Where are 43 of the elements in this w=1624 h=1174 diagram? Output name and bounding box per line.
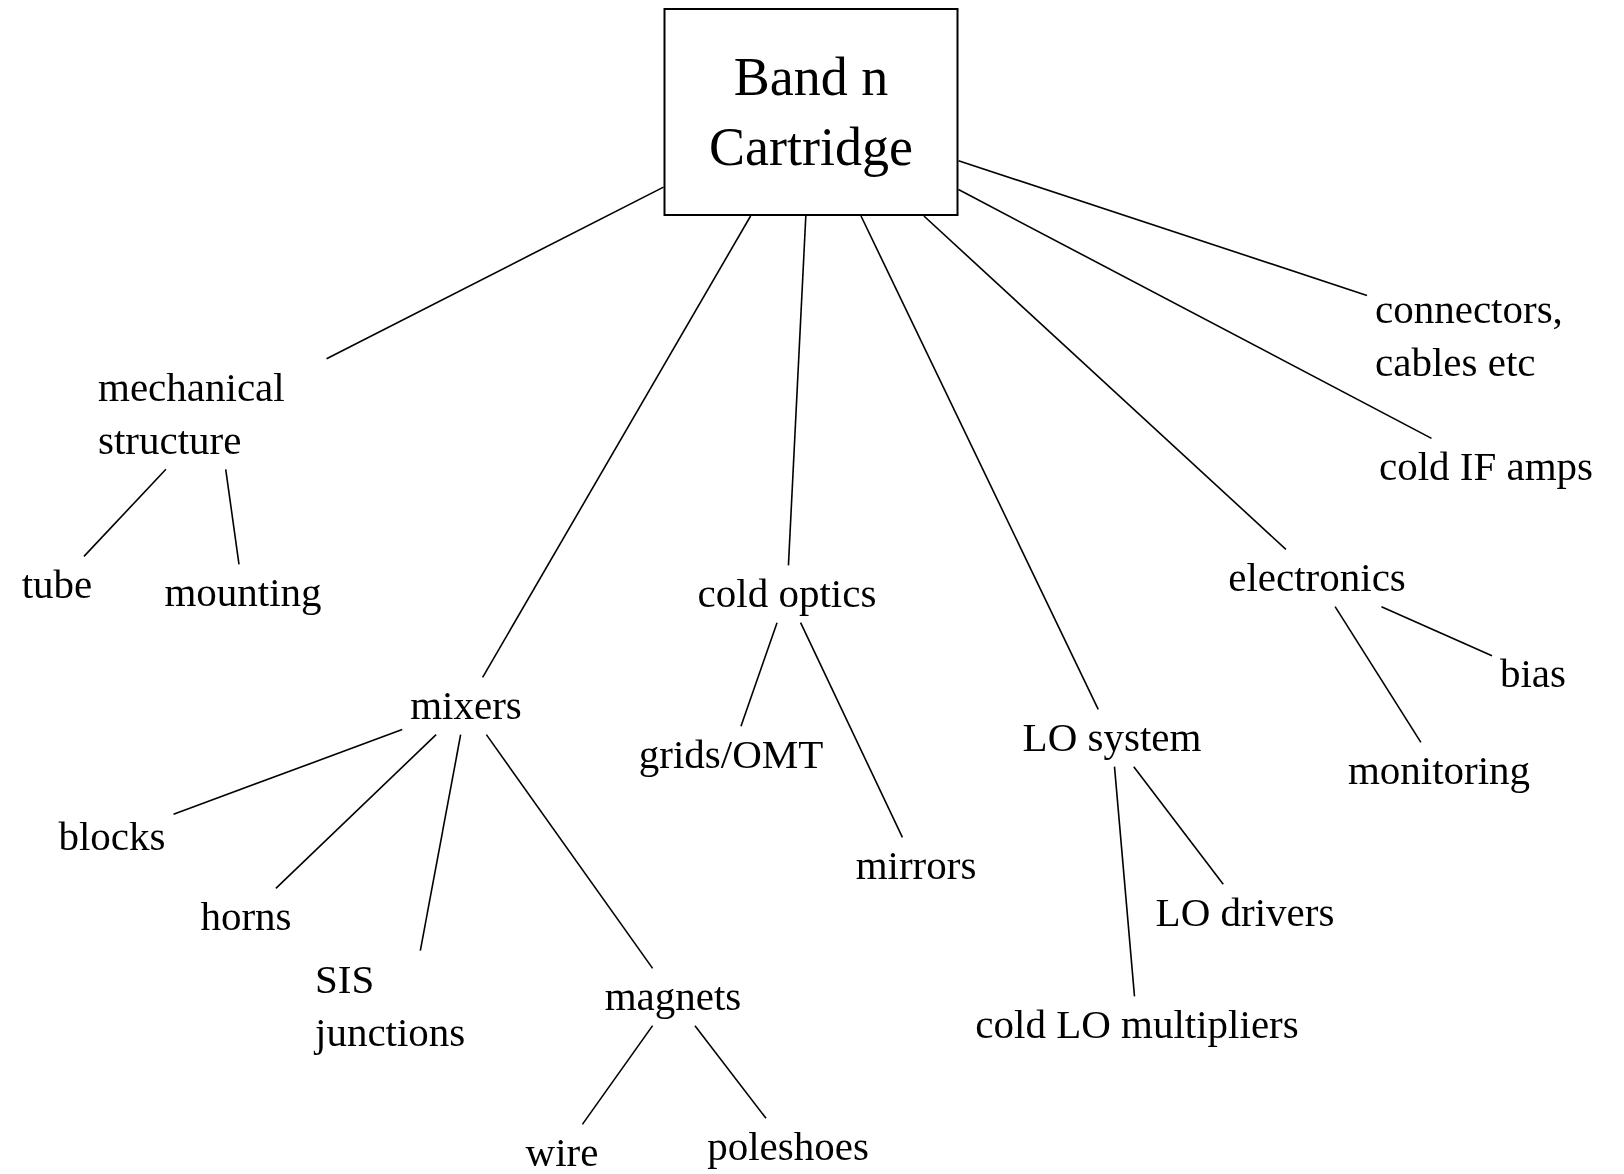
component-label: LO system xyxy=(1014,709,1210,767)
component-label: SIS junctions xyxy=(307,950,513,1062)
connector-line xyxy=(224,468,240,566)
component-label: cold IF amps xyxy=(1370,438,1602,496)
component-label: mechanical structure xyxy=(90,358,346,470)
connector-line xyxy=(83,468,167,558)
connector-line xyxy=(957,159,1368,297)
connector-line xyxy=(485,733,654,970)
connector-line xyxy=(1380,605,1493,657)
cartridge-box: Band n Cartridge xyxy=(663,8,959,216)
connector-line xyxy=(1113,765,1136,998)
component-label: wire xyxy=(517,1124,607,1174)
connector-line xyxy=(172,728,403,816)
component-label: cold LO multipliers xyxy=(967,996,1307,1054)
component-label: blocks xyxy=(50,808,174,866)
connector-line xyxy=(694,1024,767,1120)
component-label: LO drivers xyxy=(1147,884,1343,942)
connector-line xyxy=(740,621,778,728)
connector-line xyxy=(957,188,1433,440)
component-label: tube xyxy=(13,556,101,614)
connector-line xyxy=(799,621,904,839)
component-label: monitoring xyxy=(1339,742,1539,800)
connector-line xyxy=(419,733,462,952)
component-label: mounting xyxy=(156,564,330,622)
component-label: cold optics xyxy=(689,565,885,623)
component-label: poleshoes xyxy=(699,1118,877,1174)
component-label: grids/OMT xyxy=(630,726,832,784)
connector-line xyxy=(481,215,752,679)
connector-line xyxy=(860,215,1099,711)
component-label: magnets xyxy=(596,968,750,1026)
component-label: mirrors xyxy=(847,837,985,895)
connector-line xyxy=(787,215,807,567)
component-label: horns xyxy=(192,888,300,946)
component-label: mixers xyxy=(402,677,530,735)
component-label: bias xyxy=(1492,645,1574,703)
connector-line xyxy=(581,1024,654,1126)
connector-line xyxy=(275,733,437,890)
component-label: electronics xyxy=(1220,549,1414,607)
component-label: connectors, cables etc xyxy=(1367,280,1613,392)
connector-line xyxy=(325,186,665,360)
connector-line xyxy=(1334,605,1422,744)
connector-line xyxy=(923,215,1287,551)
connector-line xyxy=(1132,765,1225,886)
